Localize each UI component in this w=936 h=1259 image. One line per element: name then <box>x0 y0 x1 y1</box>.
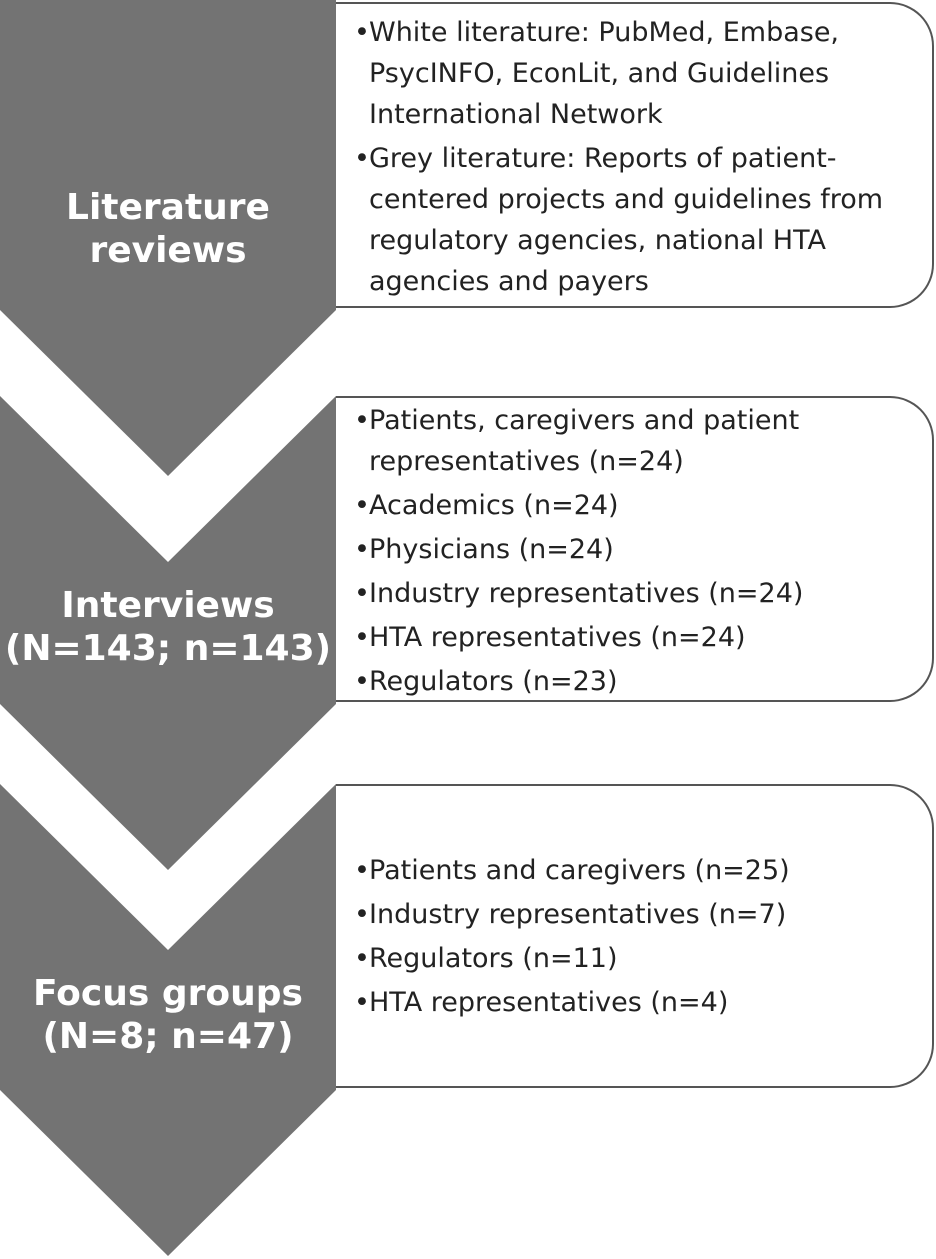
stage-label-focus-groups: Focus groups (N=8; n=47) <box>0 972 336 1058</box>
list-item: Regulators (n=23) <box>354 661 922 702</box>
list-item: Grey literature: Reports of patient-cent… <box>354 138 922 302</box>
stage-label-line: Interviews <box>61 585 275 626</box>
list-item: Industry representatives (n=24) <box>354 573 922 614</box>
list-item: Industry representatives (n=7) <box>354 894 922 935</box>
details-list: Patients and caregivers (n=25) Industry … <box>354 850 922 1023</box>
stage-label-line: (N=8; n=47) <box>42 1016 294 1058</box>
list-item: Patients, caregivers and patient represe… <box>354 400 922 482</box>
stage-label-line: Literature <box>66 187 270 228</box>
details-list: White literature: PubMed, Embase, PsycIN… <box>354 12 922 302</box>
details-box-literature-reviews: White literature: PubMed, Embase, PsycIN… <box>336 2 934 308</box>
list-item: Physicians (n=24) <box>354 529 922 570</box>
list-item: White literature: PubMed, Embase, PsycIN… <box>354 12 922 135</box>
stage-label-interviews: Interviews (N=143; n=143) <box>0 584 336 670</box>
list-item: HTA representatives (n=4) <box>354 982 922 1023</box>
stage-label-line: (N=143; n=143) <box>4 628 332 670</box>
list-item: Academics (n=24) <box>354 485 922 526</box>
details-box-focus-groups: Patients and caregivers (n=25) Industry … <box>336 784 934 1088</box>
chevron-literature-reviews <box>0 0 336 476</box>
chevron-interviews <box>0 396 336 870</box>
chevron-focus-groups <box>0 784 336 1256</box>
stage-label-line: reviews <box>89 230 247 272</box>
stage-label-line: Focus groups <box>33 973 303 1014</box>
details-box-interviews: Patients, caregivers and patient represe… <box>336 396 934 702</box>
list-item: Regulators (n=11) <box>354 938 922 979</box>
details-list: Patients, caregivers and patient represe… <box>354 400 922 702</box>
list-item: Patients and caregivers (n=25) <box>354 850 922 891</box>
list-item: HTA representatives (n=24) <box>354 617 922 658</box>
stage-label-literature-reviews: Literature reviews <box>0 186 336 272</box>
